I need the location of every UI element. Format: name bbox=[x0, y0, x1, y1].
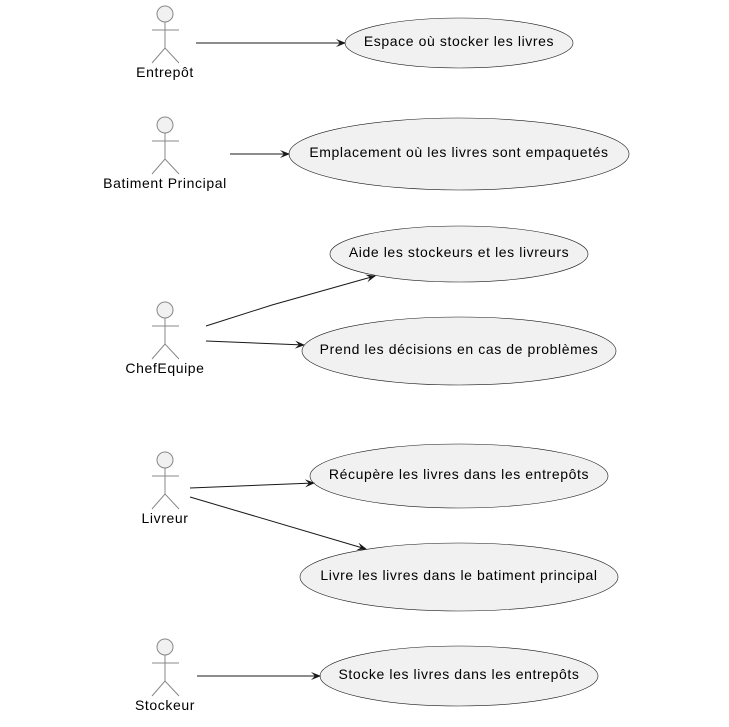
use-case-ellipse bbox=[309, 443, 609, 509]
actor-label: Batiment Principal bbox=[103, 175, 227, 191]
actor-body-icon bbox=[151, 318, 180, 360]
actor-livreur: Livreur bbox=[142, 451, 189, 526]
use-case-ellipse bbox=[329, 225, 589, 283]
actor-head-icon bbox=[156, 301, 174, 319]
association-arrow-livreur-uc5 bbox=[189, 479, 315, 489]
actor-body-icon bbox=[151, 133, 180, 175]
use-case-label: Prend les décisions en cas de problèmes bbox=[320, 341, 599, 357]
actor-body-icon bbox=[151, 655, 180, 697]
use-case-uc5: Récupère les livres dans les entrepôts bbox=[309, 443, 609, 509]
actor-entrepot: Entrepôt bbox=[136, 5, 194, 80]
actor-label: ChefEquipe bbox=[125, 360, 204, 376]
use-case-uc3: Aide les stockeurs et les livreurs bbox=[329, 225, 589, 283]
use-case-label: Espace où stocker les livres bbox=[364, 33, 554, 49]
use-case-label: Livre les livres dans le batiment princi… bbox=[320, 567, 597, 583]
use-case-ellipse bbox=[301, 316, 617, 386]
use-case-uc7: Stocke les livres dans les entrepôts bbox=[319, 645, 599, 707]
association-arrow-chef-uc3 bbox=[205, 274, 376, 327]
actor-batiment: Batiment Principal bbox=[103, 116, 227, 191]
use-case-uc6: Livre les livres dans le batiment princi… bbox=[299, 542, 619, 612]
association-arrow-livreur-uc6 bbox=[189, 496, 367, 551]
use-case-label: Emplacement où les livres sont empaqueté… bbox=[309, 144, 608, 160]
actor-head-icon bbox=[156, 451, 174, 469]
use-case-uc1: Espace où stocker les livres bbox=[344, 17, 574, 69]
use-case-ellipse bbox=[299, 542, 619, 612]
association-arrow-chef-uc4 bbox=[205, 340, 305, 349]
actor-head-icon bbox=[156, 116, 174, 134]
use-case-uc2: Emplacement où les livres sont empaqueté… bbox=[288, 117, 630, 191]
actor-stockeur: Stockeur bbox=[135, 638, 195, 713]
actor-head-icon bbox=[156, 5, 174, 23]
actor-label: Stockeur bbox=[135, 697, 195, 713]
actor-head-icon bbox=[156, 638, 174, 656]
use-case-uc4: Prend les décisions en cas de problèmes bbox=[301, 316, 617, 386]
actor-label: Entrepôt bbox=[136, 64, 194, 80]
actor-body-icon bbox=[151, 22, 180, 64]
actor-body-icon bbox=[151, 468, 180, 510]
actor-label: Livreur bbox=[142, 510, 189, 526]
use-case-label: Récupère les livres dans les entrepôts bbox=[329, 466, 589, 482]
use-case-label: Stocke les livres dans les entrepôts bbox=[338, 666, 579, 682]
actor-chef: ChefEquipe bbox=[125, 301, 204, 376]
use-case-label: Aide les stockeurs et les livreurs bbox=[349, 244, 569, 260]
